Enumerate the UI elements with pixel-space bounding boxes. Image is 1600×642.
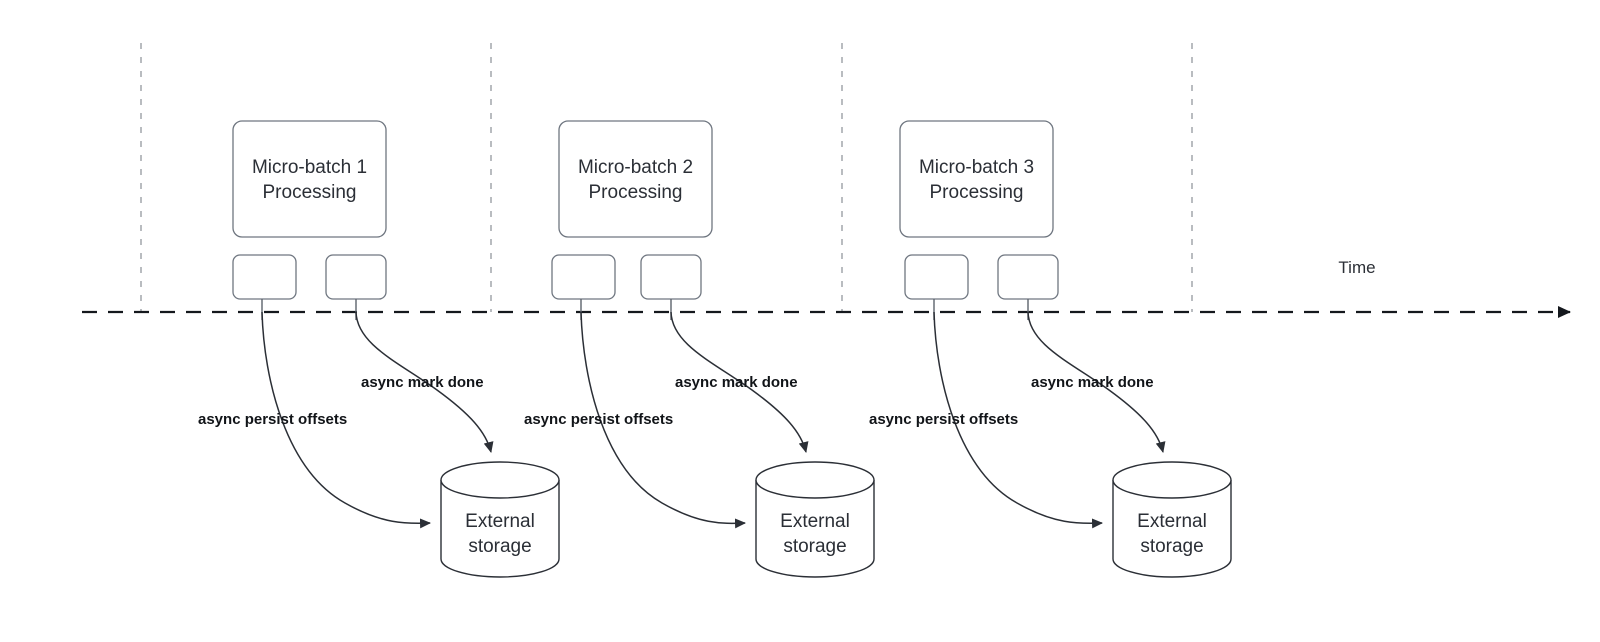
task-box-1b[interactable] [325,254,387,300]
external-storage-2-label-line1: External [780,511,850,532]
mark-done-label-3: async mark done [1031,374,1154,391]
microbatch-1-label-line1: Micro-batch 1 [252,157,367,178]
external-storage-3-label-line2: storage [1140,536,1203,557]
microbatch-2-label-line1: Micro-batch 2 [578,157,693,178]
microbatch-3-label-line1: Micro-batch 3 [919,157,1034,178]
task-box-1a[interactable] [232,254,297,300]
time-axis-label: Time [1338,258,1375,277]
external-storage-2-label-line2: storage [783,536,846,557]
task-box-2a[interactable] [551,254,616,300]
persist-offsets-label-2: async persist offsets [524,411,673,428]
timeline-axis: Time [82,258,1571,318]
microbatch-1-box[interactable] [232,120,387,238]
tick-lines-group [140,43,1193,312]
group-2: Micro-batch 2 Processing async persist o… [524,120,875,578]
mark-done-label-2: async mark done [675,374,798,391]
mark-done-arrow-1 [355,311,494,453]
persist-offsets-arrow-3 [933,311,1103,529]
group-3: Micro-batch 3 Processing async persist o… [869,120,1232,578]
external-storage-3-label-line1: External [1137,511,1207,532]
external-storage-1-label-line1: External [465,511,535,532]
external-storage-1-body[interactable] [440,480,560,578]
mark-done-arrow-3 [1027,311,1166,453]
task-box-3b[interactable] [997,254,1059,300]
external-storage-1-top [440,461,560,499]
external-storage-1-label-line2: storage [468,536,531,557]
external-storage-2-top [755,461,875,499]
task-box-2b[interactable] [640,254,702,300]
external-storage-3-top [1112,461,1232,499]
microbatch-2-label-line2: Processing [589,182,683,203]
microbatch-1-label-line2: Processing [263,182,357,203]
mark-done-label-1: async mark done [361,374,484,391]
persist-offsets-arrow-2 [580,311,746,529]
persist-offsets-label-1: async persist offsets [198,411,347,428]
external-storage-2-body[interactable] [755,480,875,578]
persist-offsets-arrow-1 [261,311,431,529]
external-storage-3-body[interactable] [1112,480,1232,578]
microbatch-2-box[interactable] [558,120,713,238]
microbatch-3-label-line2: Processing [930,182,1024,203]
microbatch-3-box[interactable] [899,120,1054,238]
persist-offsets-label-3: async persist offsets [869,411,1018,428]
mark-done-arrow-2 [670,311,809,453]
group-1: Micro-batch 1 Processing async persist o… [198,120,560,578]
task-box-3a[interactable] [904,254,969,300]
